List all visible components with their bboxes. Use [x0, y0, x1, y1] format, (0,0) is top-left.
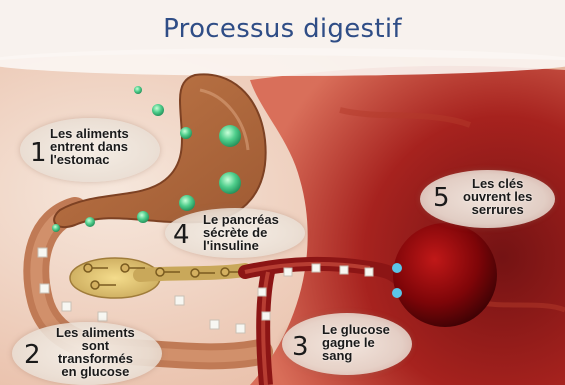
step-2-line-4: en glucose [56, 365, 135, 378]
step-1-text: Les aliments entrent dans l'estomac [50, 127, 129, 166]
step-4-line-3: l'insuline [203, 239, 279, 252]
step-5-text: Les clés ouvrent les serrures [463, 177, 532, 216]
step-1-number: 1 [30, 138, 47, 168]
step-2-text: Les aliments sont transformés en glucose [56, 326, 135, 378]
step-5-line-3: serrures [463, 203, 532, 216]
step-3-line-3: sang [322, 349, 390, 362]
step-5-number: 5 [433, 183, 450, 213]
step-2-number: 2 [24, 340, 41, 370]
step-3-number: 3 [292, 332, 309, 362]
target-cell [393, 223, 497, 327]
step-4-number: 4 [173, 220, 190, 250]
step-3-text: Le glucose gagne le sang [322, 323, 390, 362]
diagram-title: Processus digestif [0, 14, 565, 44]
step-1-line-3: l'estomac [50, 153, 129, 166]
step-4-text: Le pancréas sécrète de l'insuline [203, 213, 279, 252]
